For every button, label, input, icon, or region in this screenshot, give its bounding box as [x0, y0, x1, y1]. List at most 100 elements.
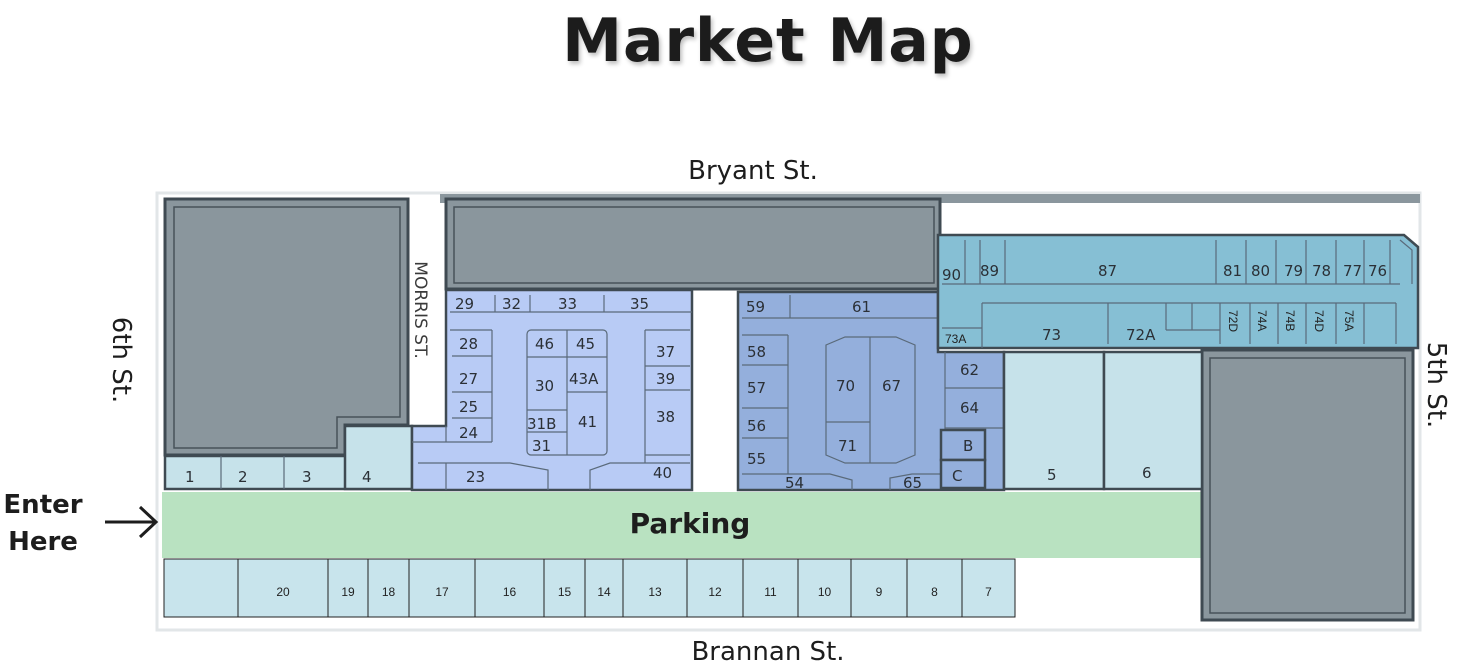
stall-label: 74D: [1312, 310, 1326, 332]
stall-label: 9: [876, 585, 883, 599]
stall-label: 18: [382, 585, 396, 599]
stall-label: 1: [185, 468, 195, 486]
stall-label: 61: [852, 298, 871, 316]
stall-label: 58: [747, 343, 766, 361]
stall-label: 31B: [527, 415, 556, 433]
stall-label: 55: [747, 450, 766, 468]
entrance-label-line1: Enter: [3, 490, 82, 520]
stall-5[interactable]: [1002, 350, 1106, 491]
entrance-label-line2: Here: [8, 527, 78, 557]
hall-b-lines: [742, 295, 1004, 490]
stall-label: 30: [535, 377, 554, 395]
stall-20[interactable]: [237, 558, 329, 618]
stall-17[interactable]: [408, 558, 476, 618]
stall-label: 5: [1047, 466, 1057, 484]
stall-10[interactable]: [797, 558, 852, 618]
stall-18[interactable]: [367, 558, 410, 618]
parking-label: Parking: [630, 507, 751, 540]
stall-13[interactable]: [622, 558, 688, 618]
stall-label: 28: [459, 335, 478, 353]
stall-label: 17: [435, 585, 449, 599]
stall-label: 7: [985, 585, 992, 599]
stall-label: 11: [764, 585, 777, 599]
stall-label: 73A: [945, 332, 966, 346]
stall-label: 87: [1098, 262, 1117, 280]
stall-label: 2: [238, 468, 248, 486]
arrow-right-icon: [105, 505, 159, 539]
stall-label: 71: [838, 437, 857, 455]
stall-label: C: [952, 467, 962, 485]
stall-label: 72D: [1226, 310, 1240, 332]
stall-label: 38: [656, 408, 675, 426]
stall-7[interactable]: [961, 558, 1016, 618]
street-morris: MORRIS ST.: [410, 261, 430, 358]
stall-label: 29: [455, 295, 474, 313]
stall-label: 78: [1312, 262, 1331, 280]
stall-6[interactable]: [1102, 350, 1204, 491]
stall-19[interactable]: [327, 558, 369, 618]
hall-c-lines: [942, 239, 1413, 348]
stall-label: 74B: [1283, 310, 1297, 331]
stall-label: 75A: [1342, 310, 1356, 331]
stall-label: 43A: [569, 370, 599, 388]
hall-c[interactable]: [936, 233, 1420, 350]
stall-label: 6: [1142, 464, 1152, 482]
street-bryant: Bryant St.: [688, 156, 818, 186]
stall-label: 76: [1368, 262, 1387, 280]
stall-c[interactable]: [939, 458, 987, 490]
stall-label: 3: [302, 468, 312, 486]
stall-label: 35: [630, 295, 649, 313]
stall-16[interactable]: [474, 558, 545, 618]
stall-4-block[interactable]: [343, 424, 414, 491]
stall-11[interactable]: [742, 558, 799, 618]
stall-label: 12: [708, 585, 722, 599]
stall-label: 90: [942, 266, 961, 284]
building-east: [1200, 348, 1415, 622]
stall-label: 16: [503, 585, 517, 599]
street-5th: 5th St.: [1421, 342, 1451, 428]
stall-label: 40: [653, 464, 672, 482]
stall-label: 65: [903, 474, 922, 492]
stall-label: 4: [362, 468, 372, 486]
stall-label: 33: [558, 295, 577, 313]
stall-label: 37: [656, 343, 675, 361]
stall-label: 46: [535, 335, 554, 353]
stall-label: 59: [746, 298, 765, 316]
stall-label: 25: [459, 398, 478, 416]
stall-12[interactable]: [686, 558, 744, 618]
building-north: [444, 197, 942, 291]
stall-label: 81: [1223, 262, 1242, 280]
building-north-inner: [453, 206, 935, 284]
stall-9[interactable]: [850, 558, 908, 618]
stall-label: 32: [502, 295, 521, 313]
page-title: Market Map: [562, 6, 974, 76]
stall-label: 64: [960, 399, 979, 417]
street-brannan: Brannan St.: [691, 637, 844, 667]
stall-label: B: [963, 437, 973, 455]
stall-8[interactable]: [906, 558, 963, 618]
stall-label: 23: [466, 468, 485, 486]
stall-14[interactable]: [584, 558, 624, 618]
stall-label: 54: [785, 474, 804, 492]
building-east-inner: [1209, 357, 1406, 614]
stall-label: 57: [747, 379, 766, 397]
parking-lot[interactable]: [162, 492, 1202, 558]
stall-label: 10: [818, 585, 832, 599]
stall-label: 27: [459, 370, 478, 388]
stall-label: 31: [532, 437, 551, 455]
stall-label: 67: [882, 377, 901, 395]
stall-label: 73: [1042, 326, 1061, 344]
stall-label: 74A: [1255, 310, 1269, 331]
stall-label: 8: [931, 585, 938, 599]
stall-label: 45: [576, 335, 595, 353]
stall-label: 70: [836, 377, 855, 395]
stall-label: 89: [980, 262, 999, 280]
stall-unlabeled[interactable]: [163, 558, 239, 618]
stall-label: 80: [1251, 262, 1270, 280]
stall-15[interactable]: [543, 558, 586, 618]
stall-label: 77: [1343, 262, 1362, 280]
stall-label: 14: [597, 585, 611, 599]
stall-label: 24: [459, 424, 478, 442]
stall-label: 13: [648, 585, 662, 599]
